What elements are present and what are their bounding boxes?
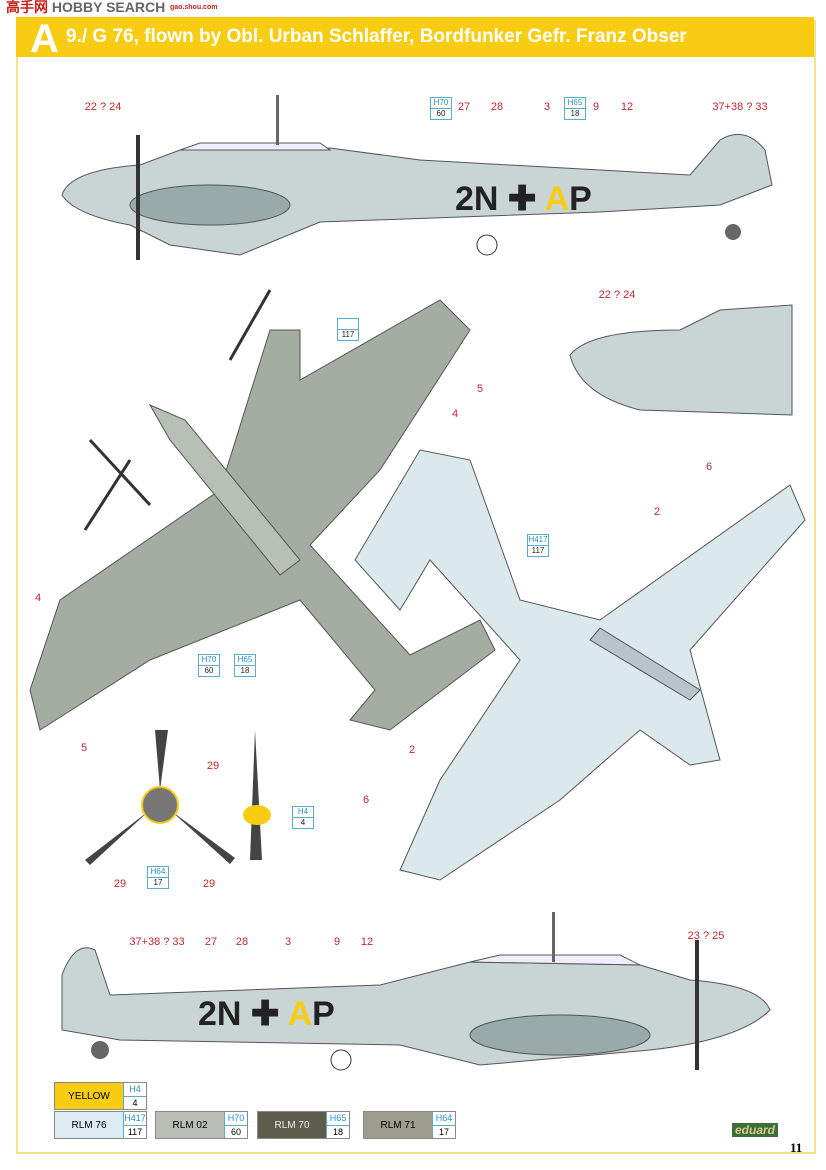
watermark-logo: 高手网 HOBBY SEARCH <box>6 0 166 15</box>
callout: 28 <box>235 936 249 948</box>
callout: 4 <box>451 408 459 420</box>
callout: 2 <box>408 744 416 756</box>
callout: 22 ? 24 <box>598 289 636 301</box>
callout: 12 <box>360 936 374 948</box>
callout: 5 <box>80 742 88 754</box>
callout: 4 <box>34 592 42 604</box>
plan-view-top <box>29 289 496 731</box>
watermark-url: gao.shou.com <box>170 4 218 11</box>
callout: 6 <box>362 794 370 806</box>
eduard-logo: eduard <box>732 1123 779 1137</box>
callout: 12 <box>620 101 634 113</box>
callout: 9 <box>333 936 341 948</box>
fuselage-code-top: 2N ✚ AP <box>455 180 592 218</box>
side-view-bottom <box>61 912 771 1071</box>
callout: 9 <box>592 101 600 113</box>
paint-code-box: 117 <box>337 318 359 341</box>
callout: 27 <box>204 936 218 948</box>
page-number: 11 <box>790 1140 803 1155</box>
callout: 29 <box>202 878 216 890</box>
callout: 6 <box>705 461 713 473</box>
callout: 2 <box>653 506 661 518</box>
callout: 5 <box>476 383 484 395</box>
callout: 29 <box>206 760 220 772</box>
callout: 37+38 ? 33 <box>129 936 185 948</box>
callout: 22 ? 24 <box>84 101 122 113</box>
propeller-front <box>85 730 271 865</box>
title-banner <box>16 17 814 57</box>
side-view-top <box>61 95 773 260</box>
profile-title: 9./ G 76, flown by Obl. Urban Schlaffer,… <box>66 26 687 47</box>
callout: 28 <box>490 101 504 113</box>
plan-view-bottom <box>354 449 806 881</box>
callout: 27 <box>457 101 471 113</box>
callout: 3 <box>284 936 292 948</box>
callout: 29 <box>113 878 127 890</box>
fuselage-code-bottom: 2N ✚ AP <box>198 995 335 1033</box>
callout: 37+38 ? 33 <box>712 101 768 113</box>
callout: 3 <box>543 101 551 113</box>
profile-letter: A <box>30 17 59 61</box>
callout: 23 ? 25 <box>687 930 725 942</box>
nose-detail <box>569 304 793 416</box>
